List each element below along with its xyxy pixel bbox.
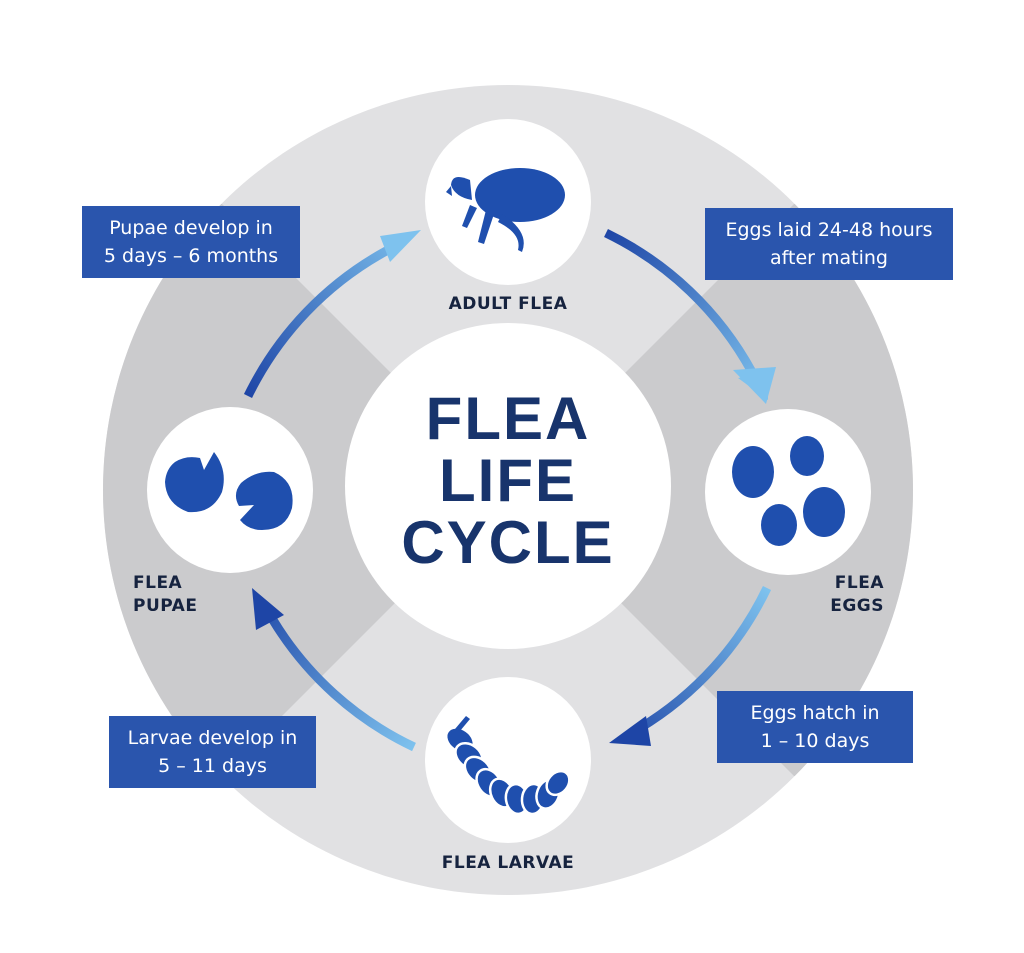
flea-eggs-label: FLEA EGGS: [786, 572, 884, 618]
stage-label-line: EGGS: [830, 596, 884, 616]
stage-label-line: PUPAE: [133, 596, 198, 616]
note-line: 1 – 10 days: [760, 730, 870, 752]
note-eggs-to-larvae: Eggs hatch in 1 – 10 days: [717, 691, 913, 763]
diagram-title: FLEA LIFE CYCLE: [358, 388, 658, 574]
stage-label-line: FLEA LARVAE: [441, 853, 575, 873]
note-line: Pupae develop in: [109, 217, 273, 239]
note-larvae-to-pupae: Larvae develop in 5 – 11 days: [109, 716, 316, 788]
arrow-pupae-to-adult: [243, 230, 421, 398]
stage-label-line: ADULT FLEA: [448, 294, 568, 314]
flea-icon: [446, 168, 565, 252]
flea-pupae-label: FLEA PUPAE: [133, 572, 243, 618]
note-line: 5 – 11 days: [158, 755, 267, 777]
title-line: LIFE: [439, 447, 577, 514]
eggs-icon: [732, 436, 845, 546]
adult-flea-label: ADULT FLEA: [440, 293, 576, 316]
larvae-stage-circle: [425, 677, 591, 843]
arrow-eggs-to-larvae: [609, 586, 772, 746]
stage-label-line: FLEA: [133, 573, 183, 593]
note-adult-to-eggs: Eggs laid 24-48 hours after mating: [705, 208, 953, 280]
center-circle: [345, 323, 671, 649]
pupae-icon: [165, 452, 293, 530]
larva-icon: [444, 716, 571, 816]
note-line: Larvae develop in: [127, 727, 298, 749]
title-line: FLEA: [425, 385, 591, 452]
note-line: after mating: [770, 247, 888, 269]
stage-label-line: FLEA: [834, 573, 884, 593]
title-line: CYCLE: [401, 509, 615, 576]
note-line: 5 days – 6 months: [103, 245, 279, 267]
note-pupae-to-adult: Pupae develop in 5 days – 6 months: [82, 206, 300, 278]
flea-larvae-label: FLEA LARVAE: [428, 852, 588, 875]
eggs-stage-circle: [705, 409, 871, 575]
pupae-stage-circle: [147, 407, 313, 573]
note-line: Eggs laid 24-48 hours: [725, 219, 933, 241]
arrow-adult-to-eggs: [604, 228, 776, 404]
arrow-larvae-to-pupae: [252, 588, 416, 752]
note-line: Eggs hatch in: [750, 702, 880, 724]
